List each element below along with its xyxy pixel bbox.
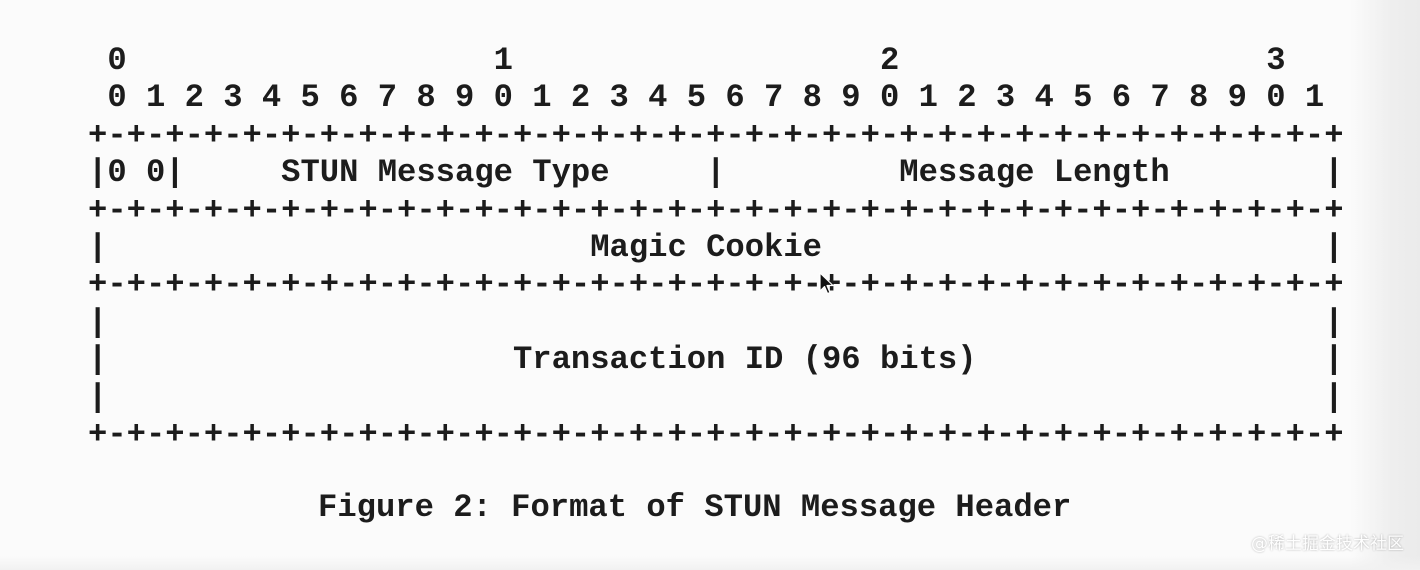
header-border-bottom: +-+-+-+-+-+-+-+-+-+-+-+-+-+-+-+-+-+-+-+-… [88, 415, 1344, 453]
mouse-pointer-icon [819, 272, 834, 295]
header-border-top: +-+-+-+-+-+-+-+-+-+-+-+-+-+-+-+-+-+-+-+-… [88, 116, 1344, 154]
right-edge-shade [1350, 0, 1420, 570]
watermark-label: @稀土掘金技术社区 [1251, 534, 1404, 554]
row-transaction-id: | Transaction ID (96 bits) | [88, 341, 1344, 379]
header-border: +-+-+-+-+-+-+-+-+-+-+-+-+-+-+-+-+-+-+-+-… [88, 266, 1344, 304]
row-transaction-id-top: | | [88, 303, 1344, 341]
figure-caption: Figure 2: Format of STUN Message Header [318, 489, 1072, 526]
header-border: +-+-+-+-+-+-+-+-+-+-+-+-+-+-+-+-+-+-+-+-… [88, 191, 1344, 229]
row-message-type-length: |0 0| STUN Message Type | Message Length… [88, 154, 1344, 192]
bit-ruler-tens: 0 1 2 3 [88, 42, 1286, 79]
stun-header-ascii-diagram: 0 1 2 3 0 1 2 3 4 5 6 7 8 9 0 1 2 3 4 5 … [88, 42, 1344, 453]
row-magic-cookie: | Magic Cookie | [88, 228, 1344, 266]
bit-ruler-units: 0 1 2 3 4 5 6 7 8 9 0 1 2 3 4 5 6 7 8 9 … [88, 79, 1325, 117]
row-transaction-id-bottom: | | [88, 378, 1344, 416]
bottom-edge-shade [0, 556, 1420, 570]
